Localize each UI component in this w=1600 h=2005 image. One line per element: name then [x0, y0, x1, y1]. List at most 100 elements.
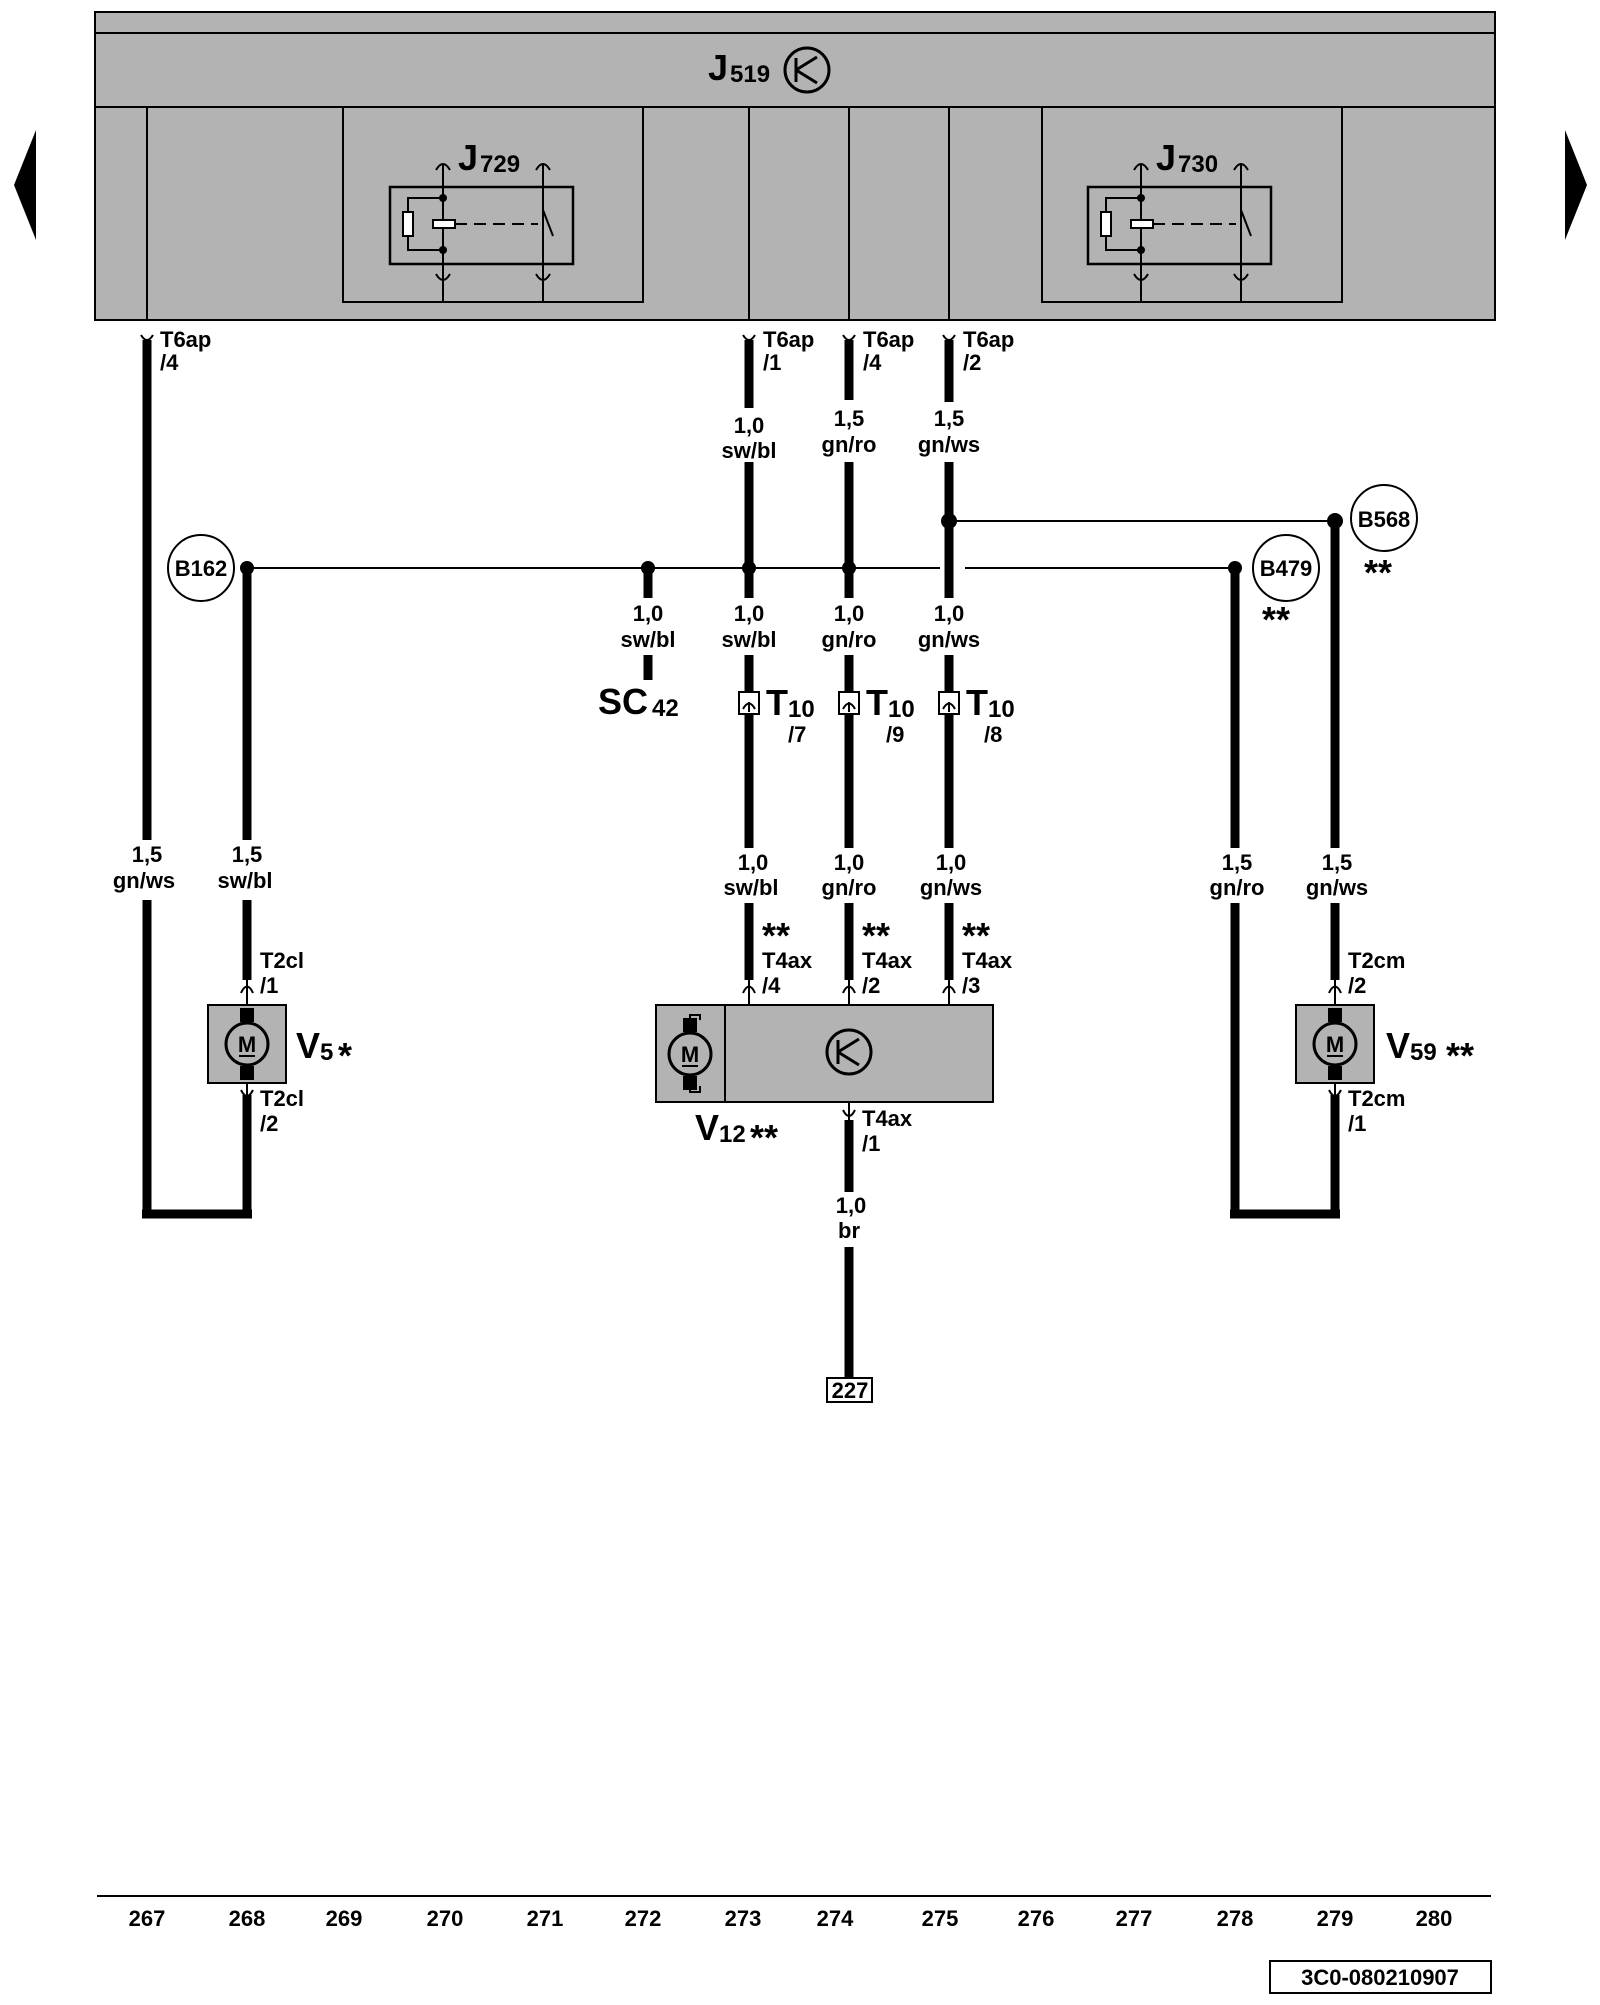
connector-t6ap-275-pin: /2: [963, 350, 981, 375]
wire-label-275-mid: 1,0 gn/ws: [912, 598, 986, 655]
svg-text:1,0: 1,0: [734, 413, 765, 438]
track-number: 270: [427, 1906, 464, 1931]
connector-t2cl-1-pin: /1: [260, 973, 278, 998]
svg-text:M: M: [238, 1032, 256, 1057]
previous-page-arrow[interactable]: [14, 130, 36, 240]
svg-text:sw/bl: sw/bl: [721, 438, 776, 463]
motor-v12-number: 12: [719, 1121, 746, 1148]
svg-text:gn/ro: gn/ro: [822, 432, 877, 457]
svg-text:10: 10: [788, 696, 815, 723]
svg-text:gn/ws: gn/ws: [920, 875, 982, 900]
motor-icon: [224, 1021, 270, 1067]
relay-j730: J 730: [1041, 106, 1343, 303]
track-number: 272: [625, 1906, 662, 1931]
wire-label-274-low: 1,0 gn/ro: [815, 848, 883, 903]
relay-j729-number: 729: [480, 151, 520, 178]
svg-text:gn/ws: gn/ws: [1306, 875, 1368, 900]
svg-text:1,5: 1,5: [1322, 850, 1353, 875]
connector-t2cm-1-name: T2cm: [1348, 1086, 1405, 1111]
motor-v5-number: 5: [320, 1039, 333, 1066]
connector-t4ax-2-note: **: [862, 915, 890, 956]
connector-t6ap-273-name: T6ap: [763, 327, 814, 352]
relay-j729-letter: J: [458, 137, 478, 178]
track-number: 279: [1317, 1906, 1354, 1931]
connector-t4ax-1-name: T4ax: [862, 1106, 913, 1131]
svg-text:gn/ro: gn/ro: [822, 875, 877, 900]
motor-v5-letter: V: [296, 1025, 320, 1066]
connector-t4ax-2-name: T4ax: [862, 948, 913, 973]
motor-v59-number: 59: [1410, 1039, 1437, 1066]
svg-text:M: M: [1326, 1032, 1344, 1057]
svg-text:sw/bl: sw/bl: [721, 627, 776, 652]
junction-b568: B568 **: [1350, 484, 1418, 593]
svg-text:sw/bl: sw/bl: [620, 627, 675, 652]
connector-t4ax-3-pin: /3: [962, 973, 980, 998]
connector-t4ax-2-pin: /2: [862, 973, 880, 998]
track-number: 268: [229, 1906, 266, 1931]
connector-t6ap-274-pin: /4: [863, 350, 882, 375]
svg-text:T: T: [866, 682, 888, 723]
svg-text:br: br: [838, 1218, 860, 1243]
motor-icon: [667, 1031, 713, 1077]
svg-text:1,0: 1,0: [834, 601, 865, 626]
connector-t2cl-2-name: T2cl: [260, 1086, 304, 1111]
wiring-harness: [142, 340, 1340, 1380]
svg-text:/9: /9: [886, 722, 904, 747]
control-unit-number: 519: [730, 61, 770, 88]
svg-text:/8: /8: [984, 722, 1002, 747]
wire-label-274-top: 1,5 gn/ro: [815, 402, 883, 462]
svg-text:10: 10: [988, 696, 1015, 723]
junction-b479: B479 **: [1252, 534, 1320, 640]
splice-sc42: SC 42: [598, 681, 679, 722]
splice-sc42-letters: SC: [598, 681, 648, 722]
connector-t10-8: T 10 /8: [938, 682, 1015, 747]
junction-b479-label: B479: [1260, 556, 1313, 581]
wire-label-273-top: 1,0 sw/bl: [715, 410, 783, 463]
motor-v59: M V 59 **: [1295, 1004, 1474, 1084]
svg-text:1,0: 1,0: [834, 850, 865, 875]
connector-t4ax-4-pin: /4: [762, 973, 781, 998]
wire-label-278-low: 1,5 gn/ro: [1198, 848, 1272, 903]
junction-b162: B162: [167, 534, 235, 602]
document-code: 3C0-080210907: [1269, 1960, 1492, 1994]
svg-text:227: 227: [832, 1378, 869, 1403]
wire-label-279-low: 1,5 gn/ws: [1296, 848, 1374, 903]
connector-t10-7: T 10 /7: [738, 682, 815, 747]
svg-text:gn/ws: gn/ws: [918, 627, 980, 652]
motor-v12: M V 12 **: [655, 1004, 994, 1158]
relay-j730-letter: J: [1156, 137, 1176, 178]
track-number-scale: 267 268 269 270 271 272 273 274 275 276 …: [129, 1906, 1453, 1931]
track-number: 277: [1116, 1906, 1153, 1931]
motor-v12-note: **: [750, 1117, 778, 1158]
connector-t2cl-1-name: T2cl: [260, 948, 304, 973]
connector-t2cm-2-name: T2cm: [1348, 948, 1405, 973]
motor-v12-letter: V: [695, 1107, 719, 1148]
motor-v59-letter: V: [1386, 1025, 1410, 1066]
svg-text:T: T: [966, 682, 988, 723]
junction-b479-note: **: [1262, 599, 1290, 640]
svg-text:1,5: 1,5: [232, 842, 263, 867]
track-number: 267: [129, 1906, 166, 1931]
svg-text:gn/ro: gn/ro: [822, 627, 877, 652]
track-number: 273: [725, 1906, 762, 1931]
wire-label-275-low: 1,0 gn/ws: [912, 848, 986, 903]
connector-t4ax-4-note: **: [762, 915, 790, 956]
svg-text:1,0: 1,0: [836, 1193, 867, 1218]
track-number: 274: [817, 1906, 854, 1931]
track-number: 271: [527, 1906, 564, 1931]
junction-b162-label: B162: [175, 556, 228, 581]
connector-t6ap-274-name: T6ap: [863, 327, 914, 352]
ground-reference-227[interactable]: 227: [826, 1377, 873, 1403]
next-page-arrow[interactable]: [1565, 130, 1587, 240]
splice-sc42-number: 42: [652, 695, 679, 722]
svg-text:1,5: 1,5: [1222, 850, 1253, 875]
wire-label-275-top: 1,5 gn/ws: [912, 402, 986, 462]
svg-text:sw/bl: sw/bl: [723, 875, 778, 900]
connector-t6ap-267-pin: /4: [160, 350, 179, 375]
connector-t2cm-2-pin: /2: [1348, 973, 1366, 998]
wire-label-273-mid: 1,0 sw/bl: [715, 598, 783, 655]
motor-v5-note: *: [338, 1035, 352, 1076]
track-number: 280: [1416, 1906, 1453, 1931]
relay-j729: J 729: [342, 106, 644, 303]
track-number: 269: [326, 1906, 363, 1931]
